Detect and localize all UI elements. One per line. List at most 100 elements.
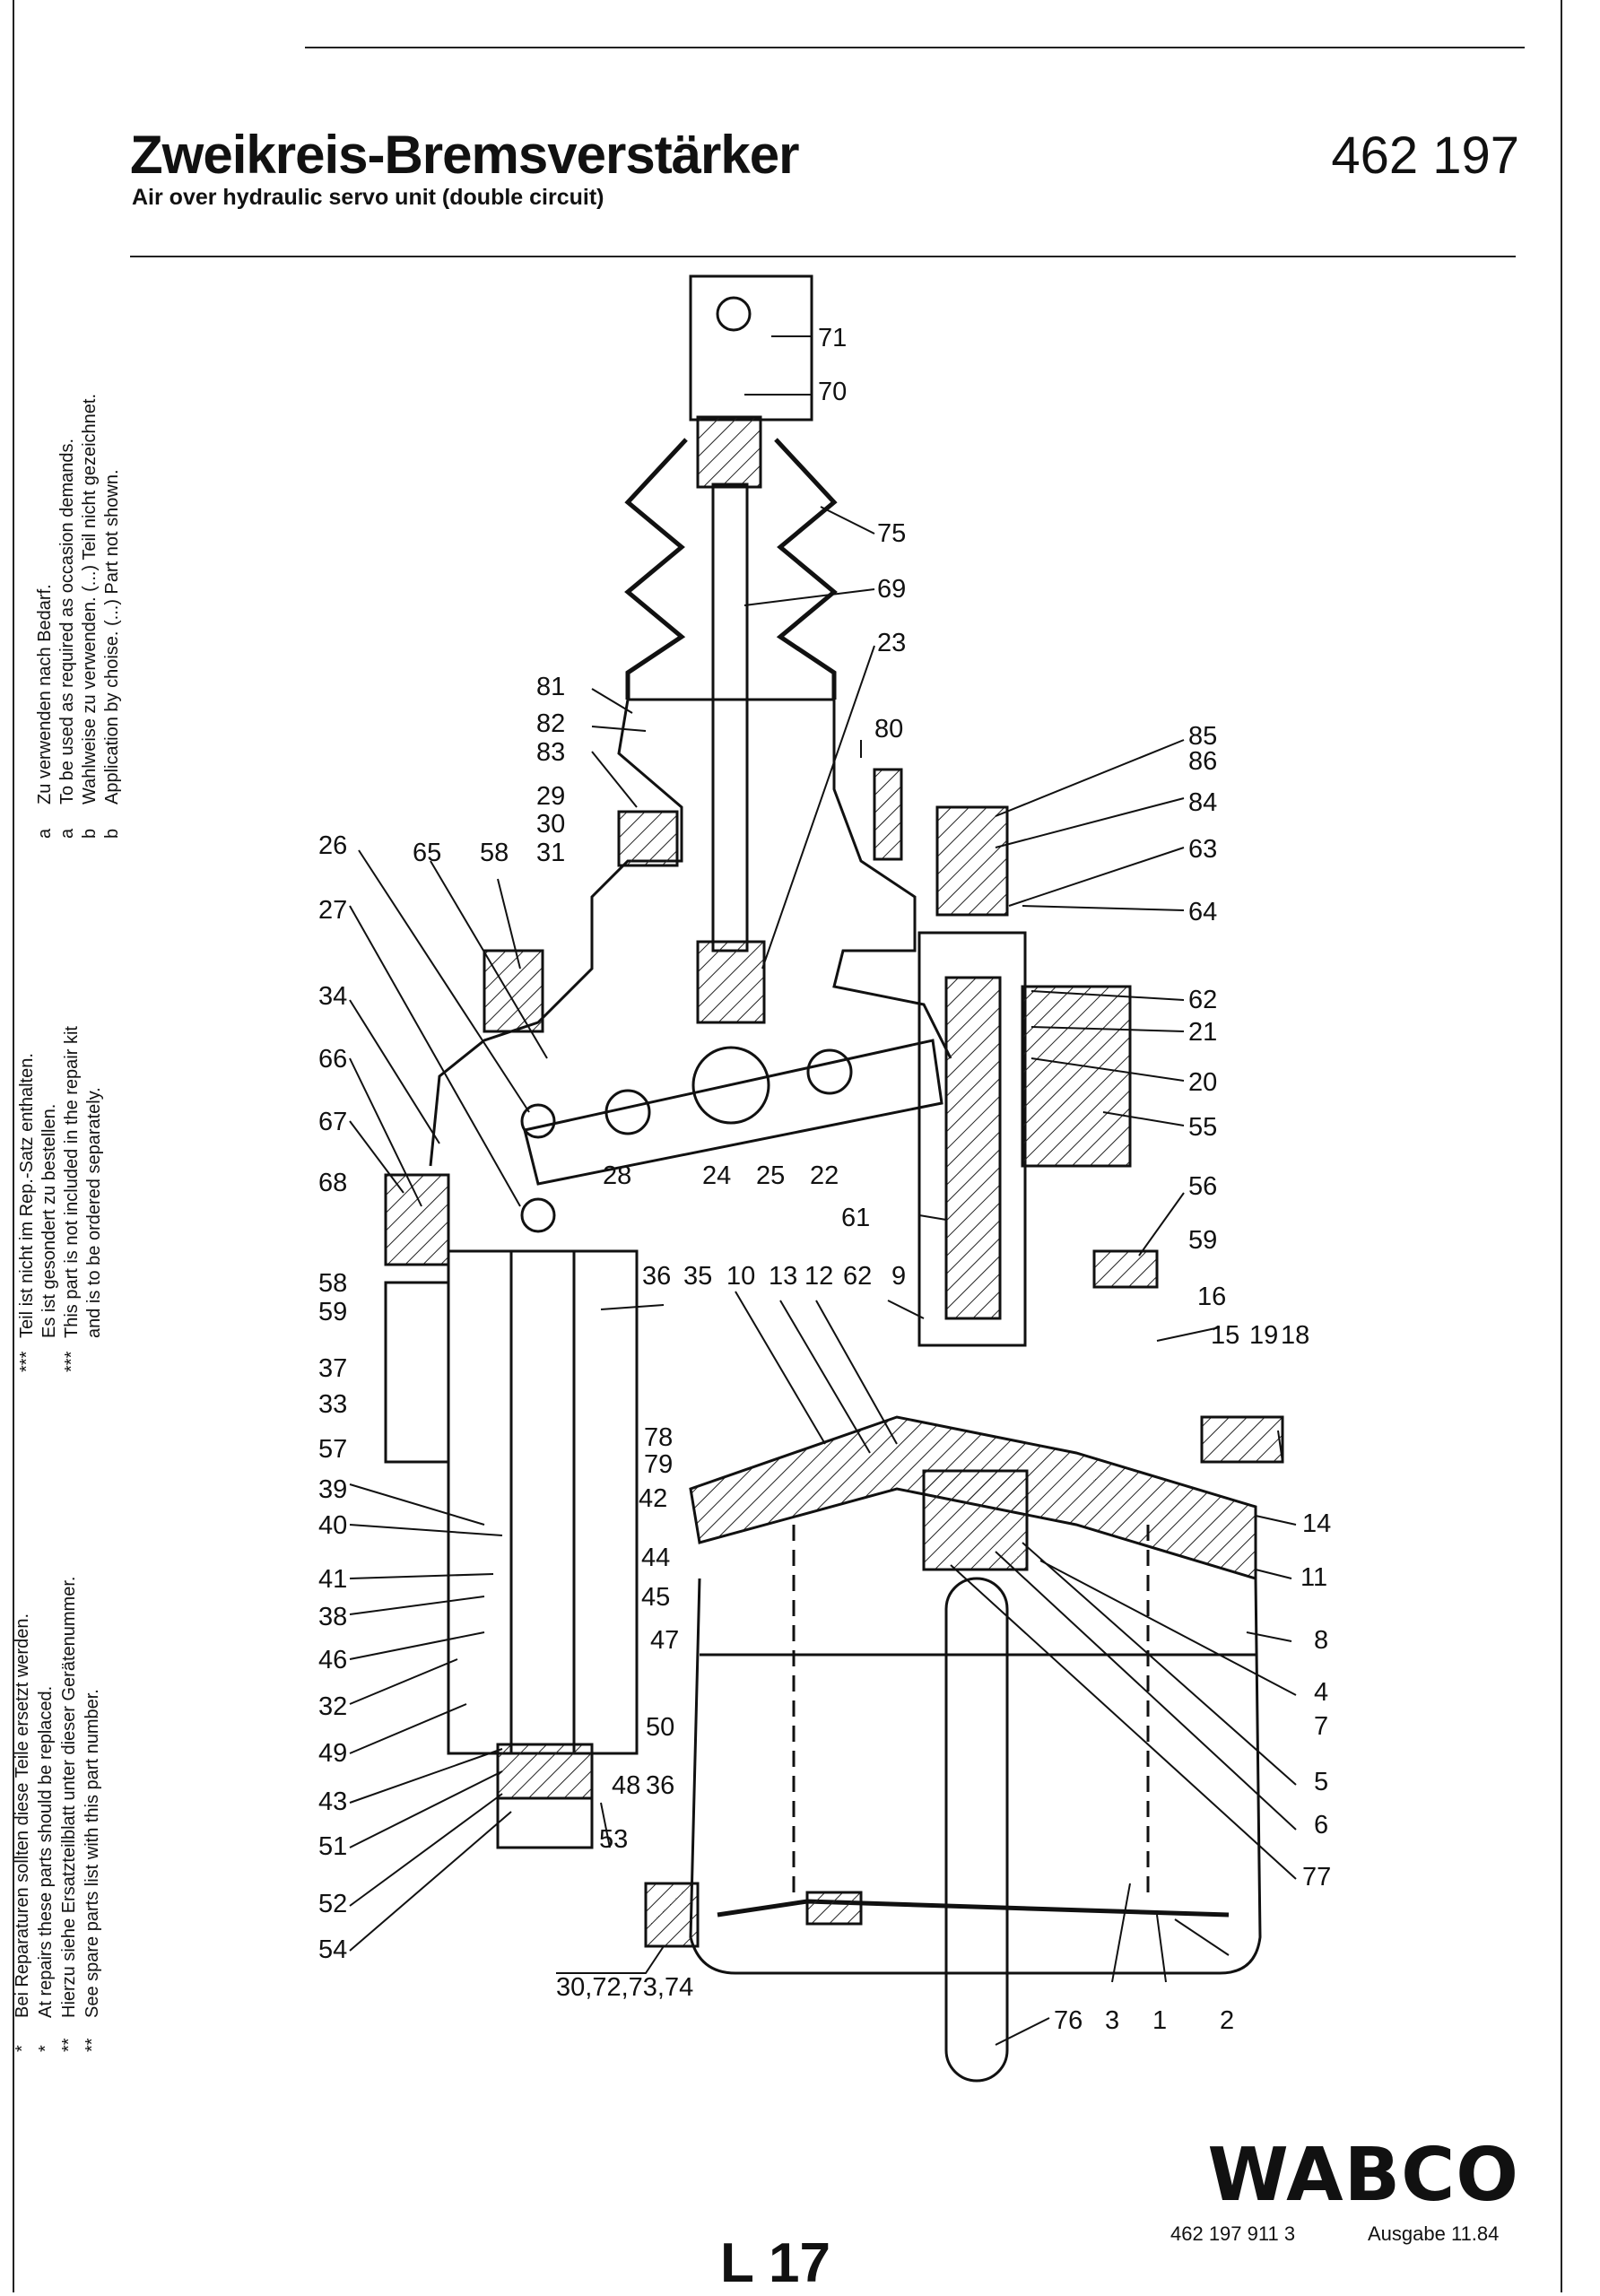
callout: 35 bbox=[683, 1262, 712, 1291]
callout: 62 bbox=[843, 1262, 872, 1291]
callout: 45 bbox=[641, 1583, 670, 1612]
callout: 28 bbox=[603, 1161, 631, 1190]
rubber-bellows bbox=[624, 438, 838, 700]
callout: 46 bbox=[318, 1646, 347, 1674]
callout: 7 bbox=[1314, 1712, 1328, 1741]
bottom-nut bbox=[805, 1891, 863, 1926]
lever-arm bbox=[523, 1039, 943, 1186]
clevis-hole-icon bbox=[716, 296, 752, 332]
air-valve-fitting bbox=[483, 949, 544, 1033]
right-housing-wall bbox=[1021, 985, 1132, 1168]
callout: 67 bbox=[318, 1108, 347, 1136]
lower-housing bbox=[689, 1578, 1262, 1975]
callout: 3 bbox=[1105, 2006, 1119, 2035]
return-spring bbox=[792, 1525, 1150, 1892]
callout: 58 bbox=[480, 839, 509, 867]
callout: 55 bbox=[1188, 1113, 1217, 1142]
side-port bbox=[384, 1281, 450, 1464]
callout: 77 bbox=[1302, 1863, 1331, 1892]
callout: 71 bbox=[818, 324, 847, 352]
callout: 25 bbox=[756, 1161, 785, 1190]
lever-bolt-icon bbox=[604, 1089, 651, 1135]
callout: 29 bbox=[536, 782, 565, 811]
callout: 47 bbox=[650, 1626, 679, 1655]
callout: 31 bbox=[536, 839, 565, 867]
callout: 18 bbox=[1281, 1321, 1309, 1350]
callout: 20 bbox=[1188, 1068, 1217, 1097]
cylinder-cap bbox=[935, 805, 1009, 917]
callout: 5 bbox=[1314, 1768, 1328, 1796]
header-rule bbox=[130, 256, 1516, 257]
callout: 65 bbox=[413, 839, 441, 867]
callout: 24 bbox=[702, 1161, 731, 1190]
callout: 83 bbox=[536, 738, 565, 767]
callout: 69 bbox=[877, 575, 906, 604]
callout: 62 bbox=[1188, 986, 1217, 1014]
exhaust-port bbox=[496, 1796, 594, 1849]
callout: 76 bbox=[1054, 2006, 1083, 2035]
spring-plate bbox=[717, 1899, 1230, 1918]
bolt-head bbox=[617, 810, 679, 867]
document-number: 462 197 911 3 bbox=[1170, 2222, 1296, 2245]
lock-nut bbox=[696, 415, 762, 489]
callout: 63 bbox=[1188, 835, 1217, 864]
callout: 36 bbox=[646, 1771, 674, 1800]
callout: 79 bbox=[644, 1450, 673, 1479]
callout: 70 bbox=[818, 378, 847, 406]
callout: 57 bbox=[318, 1435, 347, 1464]
callout: 41 bbox=[318, 1565, 347, 1594]
callout: 86 bbox=[1188, 747, 1217, 776]
callout: 53 bbox=[599, 1825, 628, 1854]
clevis bbox=[689, 274, 813, 422]
callout: 27 bbox=[318, 896, 347, 925]
callout: 32 bbox=[318, 1692, 347, 1721]
callout: 19 bbox=[1249, 1321, 1278, 1350]
callout: 4 bbox=[1314, 1678, 1328, 1707]
callout: 2 bbox=[1220, 2006, 1234, 2035]
lower-filter bbox=[496, 1743, 594, 1800]
callout: 38 bbox=[318, 1603, 347, 1631]
rod-sleeve bbox=[696, 940, 766, 1024]
callout: 30 bbox=[536, 810, 565, 839]
callout: 80 bbox=[874, 715, 903, 744]
callout: 10 bbox=[726, 1262, 755, 1291]
callout: 54 bbox=[318, 1935, 347, 1964]
filter-insert bbox=[384, 1173, 450, 1266]
callout: 48 bbox=[612, 1771, 640, 1800]
pin-icon bbox=[520, 1197, 556, 1233]
diaphragm-hub bbox=[922, 1469, 1029, 1571]
push-rod bbox=[711, 483, 749, 952]
callout: 6 bbox=[1314, 1811, 1328, 1839]
lever-bolt-icon bbox=[806, 1048, 853, 1095]
callout: 30,72,73,74 bbox=[556, 1973, 693, 2002]
relay-valve-body bbox=[447, 1249, 639, 1755]
callout: 66 bbox=[318, 1045, 347, 1074]
upper-housing bbox=[429, 698, 952, 1167]
relay-valve-stem bbox=[509, 1249, 576, 1755]
callout: 43 bbox=[318, 1787, 347, 1816]
callout: 39 bbox=[318, 1475, 347, 1504]
callout: 58 bbox=[318, 1269, 347, 1298]
output-push-rod bbox=[944, 1577, 1009, 2083]
callout: 22 bbox=[810, 1161, 839, 1190]
pin-icon bbox=[520, 1103, 556, 1139]
callout: 49 bbox=[318, 1739, 347, 1768]
callout: 1 bbox=[1152, 2006, 1167, 2035]
callout: 42 bbox=[639, 1484, 667, 1513]
callout: 52 bbox=[318, 1890, 347, 1918]
callout: 21 bbox=[1188, 1018, 1217, 1047]
drain-plug bbox=[644, 1882, 700, 1948]
callout: 85 bbox=[1188, 722, 1217, 751]
callout: 81 bbox=[536, 673, 565, 701]
page-frame bbox=[13, 0, 1562, 2292]
top-rule bbox=[305, 47, 1525, 48]
callout: 78 bbox=[644, 1423, 673, 1452]
brand-logo: WABCO bbox=[1207, 2133, 1519, 2218]
callout: 12 bbox=[804, 1262, 833, 1291]
edition-date: Ausgabe 11.84 bbox=[1368, 2222, 1500, 2245]
callout: 15 bbox=[1211, 1321, 1239, 1350]
callout: 8 bbox=[1314, 1626, 1328, 1655]
callout: 64 bbox=[1188, 898, 1217, 926]
callout: 34 bbox=[318, 982, 347, 1011]
page-title: Zweikreis-Bremsverstärker bbox=[130, 125, 799, 185]
